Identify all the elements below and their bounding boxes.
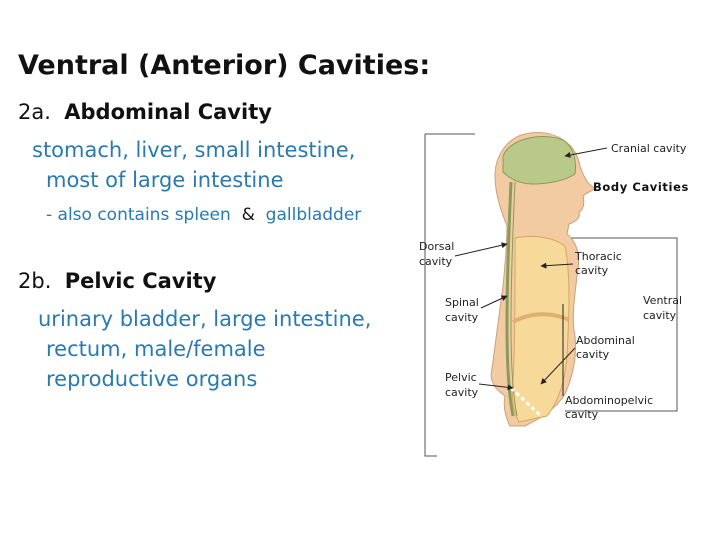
label-spinal-2: cavity [445,311,479,324]
spinal-cord [505,181,515,417]
arrow-pelvic [478,383,514,391]
ventral-bracket [563,237,678,412]
abdominal-note: - also contains spleen & gallbladder [46,205,361,225]
figure-title: Body Cavities [593,180,689,194]
section-heading-text: Pelvic Cavity [64,269,217,293]
section-number: 2a. [18,100,51,124]
abdominal-organs-line-2: most of large intestine [46,168,284,192]
label-dorsal-1: Dorsal [419,240,454,253]
section-number: 2b. [18,269,52,293]
label-dorsal-2: cavity [419,255,453,268]
note-suffix: gallbladder [265,205,362,225]
label-abdominal-2: cavity [576,348,610,361]
label-pelvic-1: Pelvic [445,371,477,384]
pelvic-organs-line-3: reproductive organs [46,367,258,391]
ventral-cavity-fill [511,235,570,423]
section-abdominal-heading: 2a. Abdominal Cavity [18,100,272,124]
slide-title: Ventral (Anterior) Cavities: [18,50,431,81]
diaphragm [511,312,570,324]
label-thoracic-2: cavity [575,264,609,277]
label-cranial: Cranial cavity [611,142,687,155]
label-ventral-2: cavity [643,309,677,322]
arrow-thoracic [540,262,574,269]
body-cavities-svg: Cranial cavity Body Cavities Dorsal cavi… [419,132,689,457]
note-prefix: - also contains spleen [46,205,231,225]
cranial-cavity [502,136,576,185]
arrow-cranial [564,147,608,158]
section-heading-text: Abdominal Cavity [64,100,272,124]
body-cavities-diagram: Cranial cavity Body Cavities Dorsal cavi… [415,126,695,466]
pelvic-organs-line-2: rectum, male/female [46,337,266,361]
label-pelvic-2: cavity [445,386,479,399]
label-abdominopelvic-1: Abdominopelvic [565,394,653,407]
arrow-abdominal [540,347,576,385]
abdominal-organs-line-1: stomach, liver, small intestine, [32,138,356,162]
label-abdominal-1: Abdominal [576,334,635,347]
note-ampersand: & [241,205,255,225]
label-abdominopelvic-2: cavity [565,408,599,421]
arrow-dorsal [454,242,508,257]
arrow-spinal [480,295,508,309]
dorsal-bracket [424,134,437,457]
section-pelvic-heading: 2b. Pelvic Cavity [18,269,216,293]
label-thoracic-1: Thoracic [574,250,622,263]
label-spinal-1: Spinal [445,296,479,309]
label-ventral-1: Ventral [643,294,682,307]
pelvic-organs-line-1: urinary bladder, large intestine, [38,307,372,331]
